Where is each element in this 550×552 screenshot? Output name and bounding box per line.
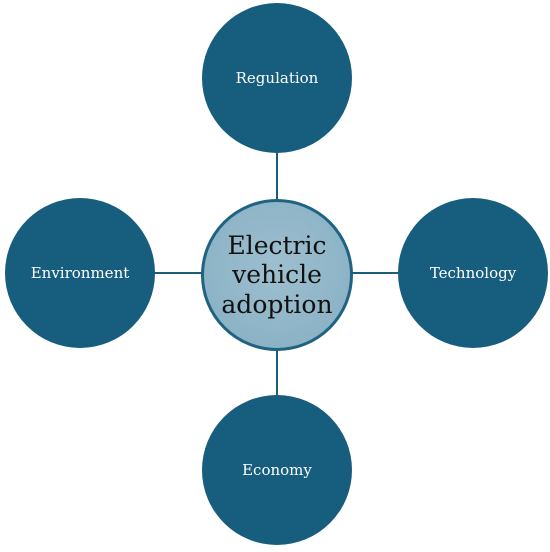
node-regulation-label: Regulation xyxy=(235,69,319,87)
node-environment-label: Environment xyxy=(30,264,130,282)
node-economy-label: Economy xyxy=(242,461,312,479)
node-technology: Technology xyxy=(398,198,548,348)
connector-right xyxy=(350,272,402,274)
node-environment: Environment xyxy=(5,198,155,348)
connector-top xyxy=(276,150,278,205)
node-technology-label: Technology xyxy=(429,264,517,282)
connector-bottom xyxy=(276,348,278,408)
center-node: Electric vehicle adoption xyxy=(201,199,353,351)
node-economy: Economy xyxy=(202,395,352,545)
connector-left xyxy=(155,272,205,274)
node-regulation: Regulation xyxy=(202,3,352,153)
center-label: Electric vehicle adoption xyxy=(221,230,333,319)
